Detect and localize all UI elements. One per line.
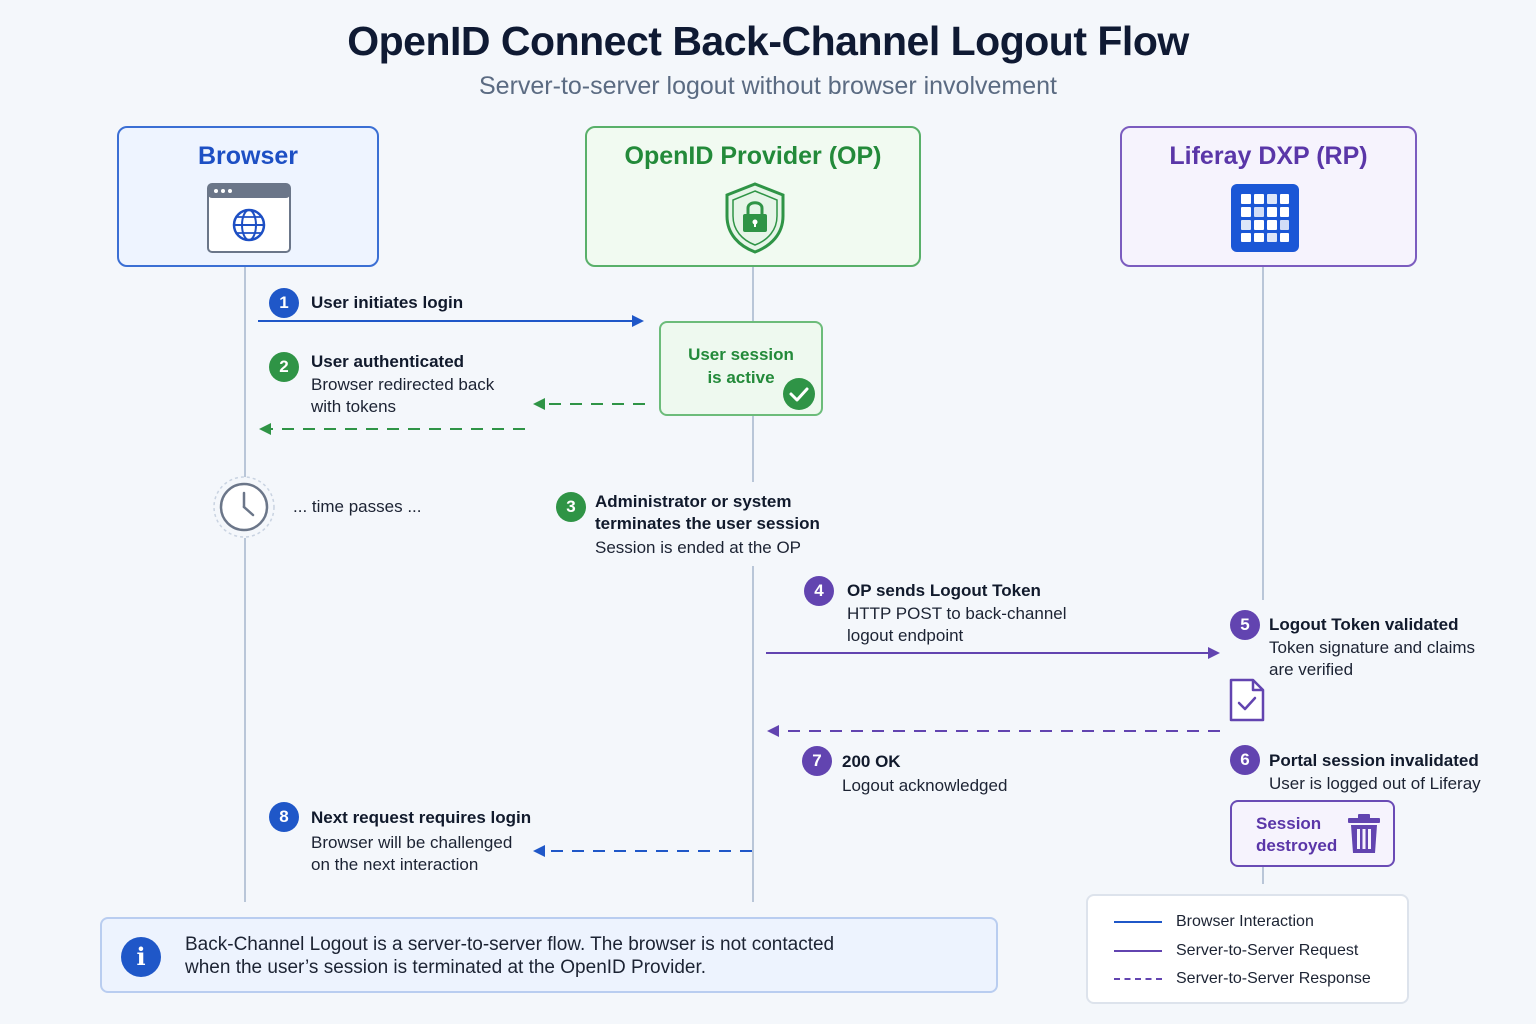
step-2-desc-line2: with tokens (311, 397, 397, 416)
step-5-title: Logout Token validated (1269, 615, 1459, 634)
step-5-badge: 5 (1230, 610, 1260, 640)
step-7-title: 200 OK (842, 752, 901, 771)
legend: Browser Interaction Server-to-Server Req… (1086, 894, 1409, 1004)
step-2-badge: 2 (269, 352, 299, 382)
actor-rp-label: Liferay DXP (RP) (1169, 142, 1368, 170)
session-box-line1: User session (688, 345, 794, 364)
app-grid-icon (1231, 184, 1299, 252)
clock-icon (213, 476, 275, 538)
step-2-title: User authenticated (311, 352, 465, 371)
step-8-badge: 8 (269, 802, 299, 832)
legend-swatch-dashed-purple (1114, 978, 1162, 980)
legend-label-request: Server-to-Server Request (1176, 942, 1359, 959)
step-8-title: Next request requires login (311, 808, 532, 827)
step-7-badge: 7 (802, 746, 832, 776)
step-6-title: Portal session invalidated (1269, 751, 1479, 770)
step-5-desc-line1: Token signature and claims (1269, 638, 1476, 657)
page-title: OpenID Connect Back-Channel Logout Flow (347, 18, 1189, 64)
legend-swatch-solid-purple (1114, 950, 1162, 952)
step-2-desc-line1: Browser redirected back (311, 375, 495, 394)
actor-openid-provider: OpenID Provider (OP) (585, 126, 921, 267)
step-4-badge: 4 (804, 576, 834, 606)
page-subtitle: Server-to-server logout without browser … (478, 72, 1057, 100)
trash-icon (1348, 814, 1380, 853)
destroyed-line2: destroyed (1256, 836, 1338, 855)
step-1-badge: 1 (269, 288, 299, 318)
step-6-desc: User is logged out of Liferay (1269, 774, 1481, 793)
actor-liferay-rp: Liferay DXP (RP) (1120, 126, 1417, 267)
session-destroyed-box: Session destroyed (1230, 800, 1395, 867)
user-session-active-box: User session is active (659, 321, 823, 416)
actor-browser-label: Browser (197, 142, 299, 170)
info-note: i Back-Channel Logout is a server-to-ser… (100, 917, 998, 993)
step-1-title: User initiates login (311, 293, 464, 312)
step-4-desc-line2: logout endpoint (847, 626, 964, 645)
step-5-desc-line2: are verified (1269, 660, 1354, 679)
actor-op-label: OpenID Provider (OP) (624, 142, 882, 170)
step-4-title: OP sends Logout Token (847, 581, 1041, 600)
document-check-icon (1229, 678, 1265, 722)
destroyed-line1: Session (1256, 814, 1322, 833)
legend-swatch-solid-blue (1114, 921, 1162, 923)
time-passes-label: ... time passes ... (293, 497, 422, 516)
browser-window-globe-icon (207, 183, 291, 253)
step-3-title-line1: Administrator or system (595, 492, 792, 511)
info-icon: i (121, 937, 161, 977)
step-8-desc-line2: on the next interaction (311, 855, 479, 874)
legend-label-browser: Browser Interaction (1176, 913, 1314, 930)
step-3-title-line2: terminates the user session (595, 514, 820, 533)
step-8-desc-line1: Browser will be challenged (311, 833, 513, 852)
step-4-desc-line1: HTTP POST to back-channel (847, 604, 1067, 623)
step-3-badge: 3 (556, 492, 586, 522)
step-3-desc: Session is ended at the OP (595, 538, 802, 557)
info-line2: when the user’s session is terminated at… (185, 957, 707, 978)
check-circle-icon (783, 378, 815, 410)
step-6-badge: 6 (1230, 745, 1260, 775)
session-box-line2: is active (707, 368, 775, 387)
step-7-desc: Logout acknowledged (842, 776, 1008, 795)
actor-browser: Browser (117, 126, 379, 267)
shield-lock-icon (725, 182, 785, 254)
info-line1: Back-Channel Logout is a server-to-serve… (185, 934, 835, 955)
legend-label-response: Server-to-Server Response (1176, 970, 1371, 987)
